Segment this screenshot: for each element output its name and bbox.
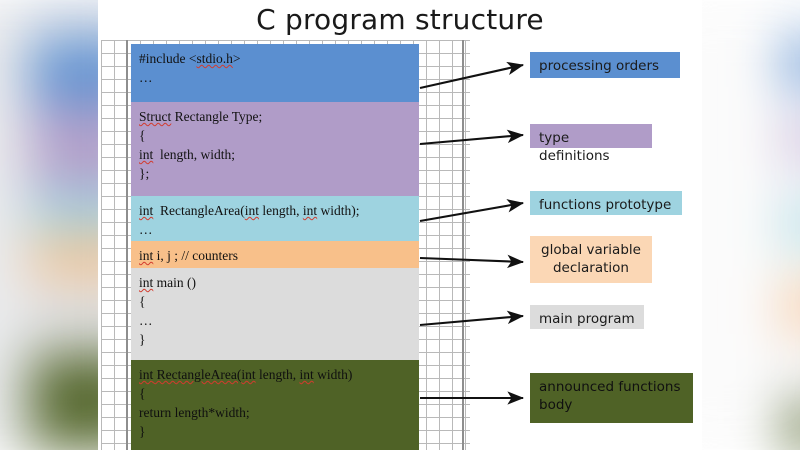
code-segment-includes: #include <stdio.h> …	[131, 44, 419, 102]
callout-processing-orders: processing orders	[530, 52, 680, 78]
code-text: …	[139, 313, 153, 328]
callout-label-line2: declaration	[552, 260, 629, 276]
code-text: #include <	[139, 51, 197, 66]
callout-label-line1: global variable	[541, 242, 641, 258]
code-text: >	[232, 51, 241, 66]
code-segment-function-prototypes: int RectangleArea(int length, int width)…	[131, 196, 419, 241]
callout-announced-functions-body: announced functions body	[530, 373, 693, 423]
code-text: RectangleArea(	[153, 367, 242, 382]
code-block: #include <stdio.h> … Struct Rectangle Ty…	[131, 44, 419, 450]
code-segment-type-definitions: Struct Rectangle Type; { int length, wid…	[131, 102, 419, 196]
code-text: width)	[313, 367, 353, 382]
code-text: int	[299, 367, 314, 382]
callout-label-line2: body	[539, 397, 573, 413]
code-text: i, j ; // counters	[153, 248, 239, 263]
code-text: length,	[255, 367, 300, 382]
callout-functions-prototype: functions prototype	[530, 191, 682, 215]
code-segment-global-variables: int i, j ; // counters	[131, 241, 419, 268]
callout-label: type definitions	[539, 130, 610, 164]
callout-label: processing orders	[539, 58, 660, 74]
code-text: int	[139, 248, 154, 263]
code-text: width);	[317, 203, 360, 218]
callout-label: main program	[539, 311, 635, 327]
code-text: };	[139, 166, 150, 181]
code-text: …	[139, 70, 153, 85]
callout-label: functions prototype	[539, 197, 672, 213]
code-text: Struct	[139, 109, 172, 124]
code-text: }	[139, 332, 146, 347]
callout-label-line1: announced functions	[539, 379, 681, 395]
code-text: stdio.h	[196, 51, 233, 66]
code-text: {	[139, 294, 146, 309]
code-text: {	[139, 386, 146, 401]
code-text: int	[139, 147, 154, 162]
code-text: length,	[258, 203, 303, 218]
code-text: }	[139, 424, 146, 439]
code-text: int	[139, 275, 154, 290]
code-text: return length*width;	[139, 405, 250, 420]
graph-paper-right-rule	[462, 40, 464, 450]
callout-type-definitions: type definitions	[530, 124, 652, 164]
code-text: int	[139, 367, 154, 382]
code-text: Rectangle Type;	[171, 109, 263, 124]
code-text: length, width;	[153, 147, 236, 162]
code-text: int	[244, 203, 259, 218]
code-text: {	[139, 128, 146, 143]
page-title: C program structure	[256, 3, 544, 36]
callout-global-variable-declaration: global variable declaration	[530, 236, 652, 283]
code-text: …	[139, 222, 153, 237]
code-text: int	[139, 203, 154, 218]
graph-paper-left-rule	[126, 40, 128, 450]
code-text: int	[241, 367, 256, 382]
code-text: int	[302, 203, 318, 218]
code-segment-function-bodies: int RectangleArea(int length, int width)…	[131, 360, 419, 450]
code-segment-main-program: int main () { … }	[131, 268, 419, 360]
code-text: RectangleArea(	[153, 203, 245, 218]
code-text: main ()	[153, 275, 197, 290]
callout-main-program: main program	[530, 305, 644, 329]
